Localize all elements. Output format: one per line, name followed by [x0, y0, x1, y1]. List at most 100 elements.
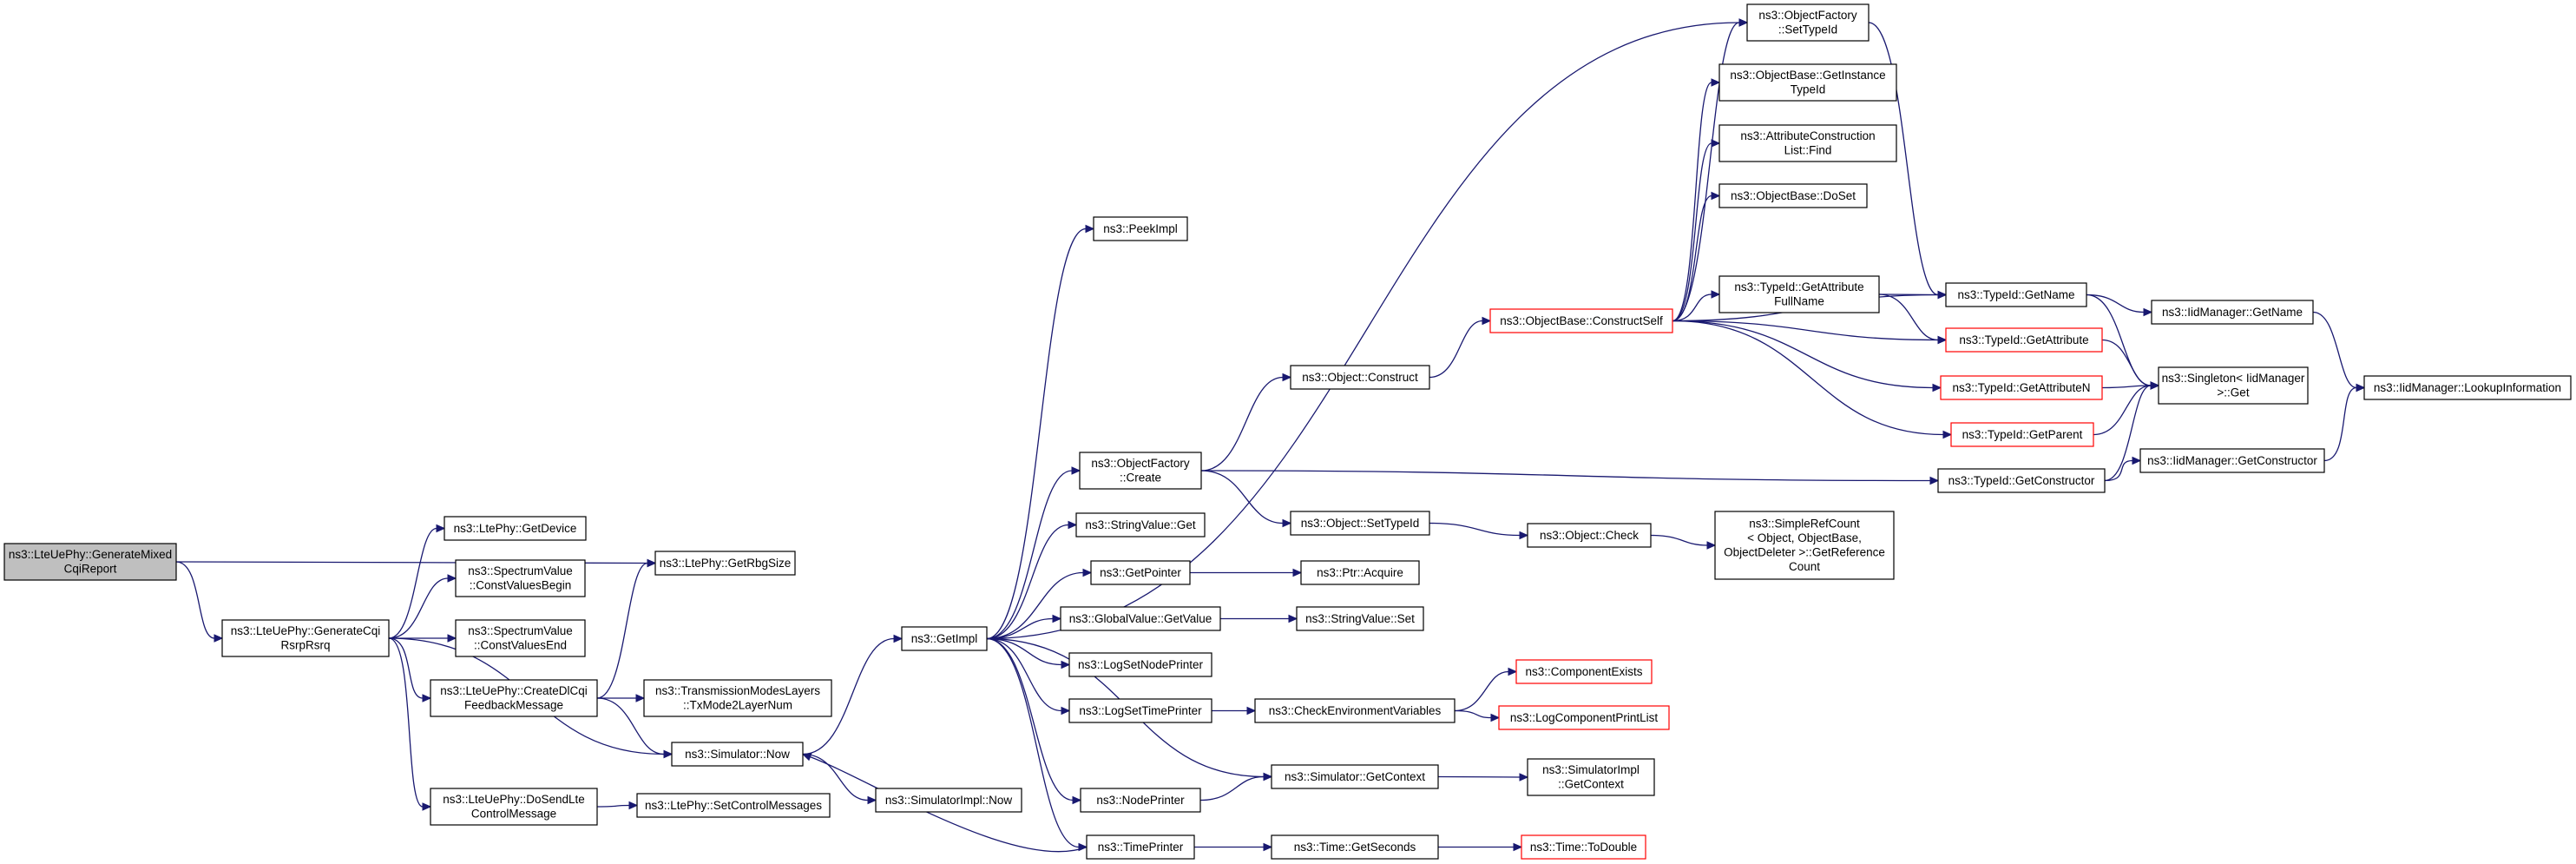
edge-line [1672, 195, 1712, 322]
function-node-tx-mode[interactable]: ns3::TransmissionModesLayers::TxMode2Lay… [643, 679, 832, 717]
node-box [2151, 300, 2314, 325]
node-box [1075, 512, 1206, 538]
function-node-time-printer[interactable]: ns3::TimePrinter [1086, 834, 1195, 860]
function-node-log-comp-print[interactable]: ns3::LogComponentPrintList [1498, 705, 1670, 730]
call-edge [1454, 667, 1518, 712]
function-node-time-todouble[interactable]: ns3::Time::ToDouble [1521, 834, 1646, 860]
function-node-tid-getattrn[interactable]: ns3::TypeId::GetAttributeN [1940, 375, 2103, 400]
call-edge [1429, 316, 1492, 379]
edge-line [1868, 22, 1939, 296]
function-node-tid-getctor[interactable]: ns3::TypeId::GetConstructor [1937, 468, 2106, 493]
function-node-simplerefcount[interactable]: ns3::SimpleRefCount< Object, ObjectBase,… [1714, 511, 1895, 580]
edge-arrowhead [1711, 139, 1721, 148]
function-node-comp-exists[interactable]: ns3::ComponentExists [1515, 659, 1653, 684]
function-node-of-settypeid[interactable]: ns3::ObjectFactory::SetTypeId [1746, 3, 1870, 42]
edge-arrowhead [2356, 383, 2366, 392]
function-node-check-env[interactable]: ns3::CheckEnvironmentVariables [1254, 698, 1456, 723]
function-node-ptr-acquire[interactable]: ns3::Ptr::Acquire [1300, 560, 1420, 585]
edge-line [2101, 339, 2152, 386]
call-edge [986, 520, 1078, 640]
node-label: ns3::LogSetNodePrinter [1078, 658, 1204, 671]
call-edge [1219, 614, 1298, 623]
node-label: List::Find [1784, 144, 1832, 157]
node-box [1945, 282, 2087, 307]
function-node-sv-set[interactable]: ns3::StringValue::Set [1296, 606, 1424, 631]
call-edge [986, 568, 1093, 640]
node-box [1079, 452, 1202, 490]
node-box [1290, 511, 1430, 536]
node-label: ns3::PeekImpl [1103, 222, 1178, 235]
function-node-node-printer[interactable]: ns3::NodePrinter [1080, 788, 1201, 813]
function-node-get-rbg[interactable]: ns3::LtePhy::GetRbgSize [654, 551, 796, 576]
function-node-obj-settypeid[interactable]: ns3::Object::SetTypeId [1290, 511, 1430, 536]
edge-line [175, 561, 215, 639]
edge-arrowhead [1711, 78, 1721, 87]
function-node-singleton-get[interactable]: ns3::Singleton< IidManager>::Get [2158, 366, 2309, 405]
function-node-tid-getparent[interactable]: ns3::TypeId::GetParent [1950, 422, 2094, 447]
function-node-tid-getname[interactable]: ns3::TypeId::GetName [1945, 282, 2087, 307]
edge-arrowhead [663, 749, 674, 759]
function-node-of-create[interactable]: ns3::ObjectFactory::Create [1079, 452, 1202, 490]
edge-arrowhead [1082, 568, 1093, 577]
call-edge [596, 558, 657, 699]
function-node-time-getsec[interactable]: ns3::Time::GetSeconds [1271, 834, 1439, 860]
call-edge [1199, 772, 1273, 801]
edge-arrowhead [1292, 568, 1303, 577]
edge-arrowhead [422, 802, 432, 811]
node-box [1254, 698, 1456, 723]
node-label: ControlMessage [471, 808, 556, 821]
edge-line [596, 562, 648, 699]
function-node-sim-getctx[interactable]: ns3::Simulator::GetContext [1271, 764, 1439, 789]
function-node-ob-constructself[interactable]: ns3::ObjectBase::ConstructSelf [1489, 308, 1673, 333]
edge-line [596, 697, 665, 755]
function-node-iid-lookup[interactable]: ns3::IidManager::LookupInformation [2363, 375, 2572, 400]
edge-line [2093, 385, 2152, 436]
function-node-get-pointer[interactable]: ns3::GetPointer [1090, 560, 1191, 585]
edge-line [986, 524, 1069, 640]
node-box [636, 793, 831, 818]
function-node-iid-getname[interactable]: ns3::IidManager::GetName [2151, 300, 2314, 325]
node-label: ns3::Simulator::GetContext [1285, 770, 1425, 783]
node-label: ns3::LteUePhy::CreateDlCqi [440, 684, 588, 697]
function-node-ob-doset[interactable]: ns3::ObjectBase::DoSet [1718, 183, 1868, 208]
node-box [1950, 422, 2094, 447]
call-edge [1200, 470, 1292, 528]
function-node-set-ctrl[interactable]: ns3::LtePhy::SetControlMessages [636, 793, 831, 818]
call-edge [596, 801, 639, 810]
function-node-sim-now[interactable]: ns3::Simulator::Now [671, 742, 804, 767]
edge-arrowhead [1288, 614, 1298, 623]
node-box [2139, 448, 2325, 473]
node-box [1300, 560, 1420, 585]
function-node-log-time[interactable]: ns3::LogSetTimePrinter [1068, 698, 1212, 723]
function-node-simimpl-getctx[interactable]: ns3::SimulatorImpl::GetContext [1527, 758, 1655, 796]
node-label: ::GetContext [1558, 778, 1624, 791]
function-node-sv-get[interactable]: ns3::StringValue::Get [1075, 512, 1206, 538]
node-label: ns3::TypeId::GetAttribute [1734, 280, 1863, 293]
function-node-tid-getattr[interactable]: ns3::TypeId::GetAttribute [1945, 327, 2103, 353]
edge-arrowhead [1929, 476, 1940, 485]
edge-line [1199, 775, 1265, 801]
function-nodes: ns3::LteUePhy::GenerateMixedCqiReportns3… [3, 3, 2572, 860]
function-node-get-device[interactable]: ns3::LtePhy::GetDevice [444, 516, 587, 541]
function-node-create-dl[interactable]: ns3::LteUePhy::CreateDlCqiFeedbackMessag… [430, 679, 598, 717]
node-box [1290, 365, 1430, 390]
function-node-log-node[interactable]: ns3::LogSetNodePrinter [1068, 652, 1212, 677]
function-node-const-begin[interactable]: ns3::SpectrumValue::ConstValuesBegin [455, 559, 586, 597]
function-node-get-impl[interactable]: ns3::GetImpl [901, 626, 988, 651]
function-node-peek-impl[interactable]: ns3::PeekImpl [1093, 216, 1188, 241]
function-node-iid-getctor[interactable]: ns3::IidManager::GetConstructor [2139, 448, 2325, 473]
function-node-obj-construct[interactable]: ns3::Object::Construct [1290, 365, 1430, 390]
function-node-gv-getvalue[interactable]: ns3::GlobalValue::GetValue [1060, 606, 1221, 631]
node-label: FullName [1774, 295, 1824, 308]
node-label: ::TxMode2LayerNum [683, 699, 792, 712]
call-edge [388, 637, 432, 811]
function-node-obj-check[interactable]: ns3::Object::Check [1527, 523, 1652, 548]
function-node-simimpl-now[interactable]: ns3::SimulatorImpl::Now [875, 788, 1022, 813]
function-node-const-end[interactable]: ns3::SpectrumValue::ConstValuesEnd [455, 619, 586, 657]
